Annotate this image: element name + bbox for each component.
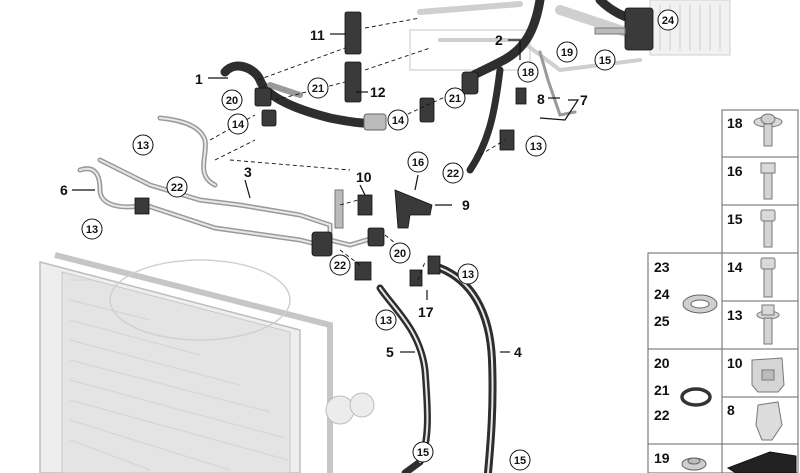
clip-icon xyxy=(751,357,785,393)
table-label-19: 19 xyxy=(654,450,670,466)
socket-bolt-icon xyxy=(760,209,776,248)
callout-22-a: 22 xyxy=(447,168,459,180)
hose-1 xyxy=(220,61,387,131)
callout-11: 11 xyxy=(310,27,325,43)
bracket-clip-icon xyxy=(755,401,783,441)
callout-9: 9 xyxy=(462,197,470,213)
callout-5: 5 xyxy=(386,344,394,360)
parts-table: 18 16 15 14 13 10 8 23 24 25 20 21 22 19 xyxy=(647,109,799,473)
callout-16: 16 xyxy=(412,157,424,169)
callout-13-b: 13 xyxy=(530,141,542,153)
callout-14-a: 14 xyxy=(232,119,245,131)
hose-5 xyxy=(354,261,431,473)
callout-13-a: 13 xyxy=(137,140,149,152)
callout-7: 7 xyxy=(580,92,588,108)
hex-bolt-icon xyxy=(760,162,776,200)
seal-ring-icon xyxy=(682,294,718,314)
table-label-8: 8 xyxy=(727,402,735,418)
table-label-15: 15 xyxy=(727,211,743,227)
long-bolt-icon xyxy=(760,257,776,298)
callout-labels: 11 2 24 15 19 18 1 21 12 20 14 21 8 7 14… xyxy=(60,9,679,471)
condenser xyxy=(39,252,375,473)
callout-6: 6 xyxy=(60,182,68,198)
table-label-16: 16 xyxy=(727,163,743,179)
table-label-22: 22 xyxy=(654,407,670,423)
o-ring-icon xyxy=(680,387,712,407)
flange-bolt-icon xyxy=(753,113,783,147)
table-label-23: 23 xyxy=(654,259,670,275)
callout-1: 1 xyxy=(195,71,203,87)
callout-12: 12 xyxy=(370,84,386,100)
strip-icon xyxy=(726,451,797,473)
leader-lines xyxy=(72,33,580,353)
bolt-head-icon xyxy=(681,457,707,471)
callout-8: 8 xyxy=(537,91,545,107)
table-label-24: 24 xyxy=(654,286,670,302)
table-label-14: 14 xyxy=(727,259,743,275)
table-label-25: 25 xyxy=(654,313,670,329)
callout-20-a: 20 xyxy=(226,95,238,107)
callout-17: 17 xyxy=(418,304,434,320)
callout-13-c: 13 xyxy=(86,224,98,236)
callout-3: 3 xyxy=(244,164,252,180)
callout-21-b: 21 xyxy=(449,93,461,105)
callout-18: 18 xyxy=(522,67,534,79)
mid-parts xyxy=(334,11,577,287)
table-label-21: 21 xyxy=(654,382,670,398)
pipe-6 xyxy=(77,166,385,257)
collar-bolt-icon xyxy=(756,304,780,345)
callout-15-top: 15 xyxy=(599,55,611,67)
callout-20-b: 20 xyxy=(394,248,406,260)
hose-4 xyxy=(436,264,497,473)
table-label-10: 10 xyxy=(727,355,743,371)
callout-14-b: 14 xyxy=(392,115,405,127)
callout-24: 24 xyxy=(662,15,675,27)
callout-19: 19 xyxy=(561,47,573,59)
pipe-3 xyxy=(97,115,383,248)
callout-2: 2 xyxy=(495,32,503,48)
table-label-18: 18 xyxy=(727,115,743,131)
callout-21-a: 21 xyxy=(312,83,324,95)
table-label-20: 20 xyxy=(654,355,670,371)
callout-15-c: 15 xyxy=(514,455,526,467)
table-label-13: 13 xyxy=(727,307,743,323)
callout-4: 4 xyxy=(514,344,522,360)
callout-13-d: 13 xyxy=(462,269,474,281)
callout-13-e: 13 xyxy=(380,315,392,327)
callout-22-b: 22 xyxy=(171,182,183,194)
callout-22-c: 22 xyxy=(334,260,346,272)
callout-10: 10 xyxy=(356,169,372,185)
callout-15-b: 15 xyxy=(417,447,429,459)
